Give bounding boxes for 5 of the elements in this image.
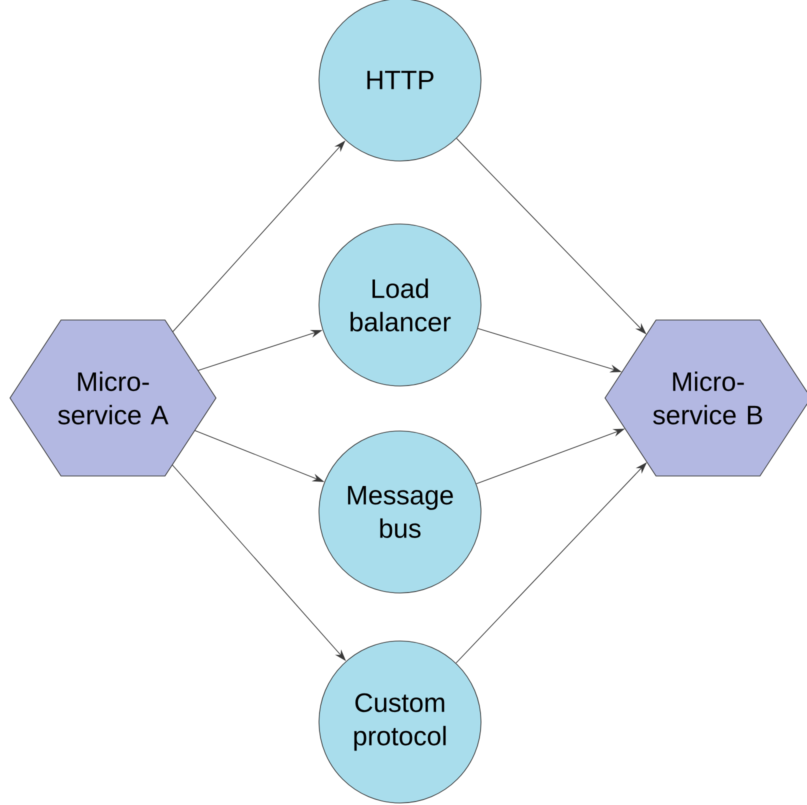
hexagon-node: Micro-service B bbox=[604, 320, 807, 476]
circle-node: Message bus bbox=[318, 430, 482, 594]
circle-node: Load balancer bbox=[318, 224, 482, 386]
hexagon-node: Micro-service A bbox=[10, 320, 216, 476]
circle-node: Custom protocol bbox=[318, 640, 482, 804]
